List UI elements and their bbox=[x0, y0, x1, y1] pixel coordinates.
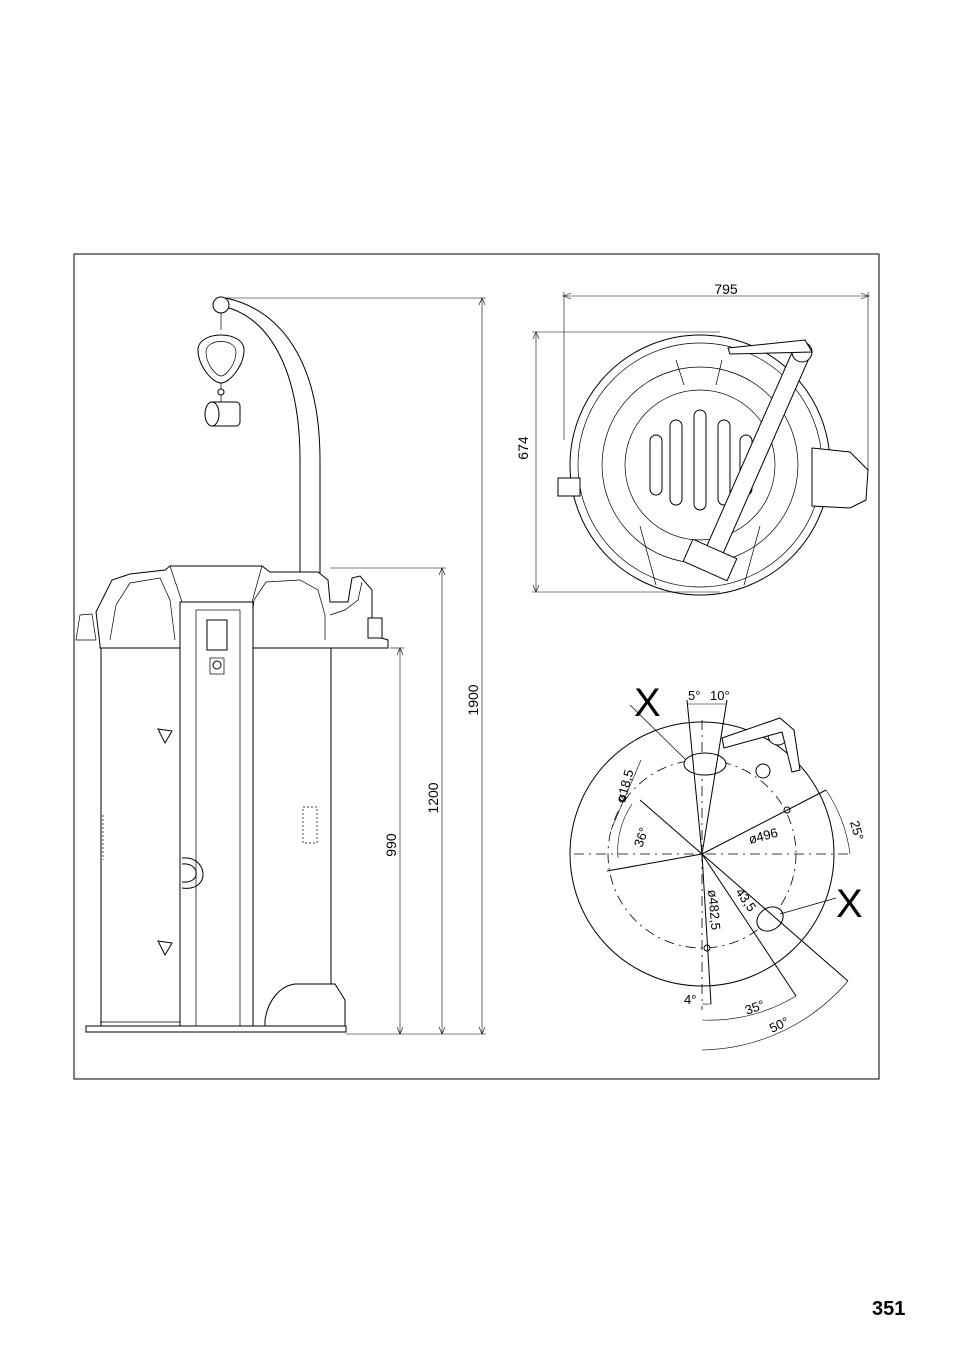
label-43-5: 43,5 bbox=[733, 885, 760, 914]
dim-795: 795 bbox=[714, 281, 738, 297]
top-view bbox=[557, 334, 869, 596]
label-dia-18-5: ø18,5 bbox=[613, 768, 636, 804]
wing-knob bbox=[157, 728, 173, 745]
dim-674: 674 bbox=[515, 436, 531, 460]
label-50-deg: 50° bbox=[767, 1014, 791, 1036]
marker-x-left: X bbox=[634, 681, 661, 725]
base-plate bbox=[85, 1025, 347, 1033]
label-dia-482-5: ø482,5 bbox=[705, 889, 723, 931]
label-dia-496: ø496 bbox=[747, 825, 780, 847]
hole-x-top bbox=[683, 752, 727, 776]
drawing-frame bbox=[73, 253, 880, 1080]
label-25-deg: 25° bbox=[847, 819, 867, 842]
pedestal-front-panel bbox=[179, 601, 254, 1028]
dim-1200: 1200 bbox=[425, 782, 441, 813]
label-35-deg: 35° bbox=[743, 997, 767, 1018]
label-10-deg: 10° bbox=[710, 688, 730, 703]
detail-view bbox=[569, 699, 851, 1051]
hole-x-right bbox=[756, 906, 784, 932]
page-number: 351 bbox=[872, 1298, 906, 1320]
label-4-deg: 4° bbox=[684, 992, 696, 1007]
top-view-dimensions: 795 674 bbox=[515, 281, 870, 593]
foot-step bbox=[264, 983, 346, 1027]
label-36-deg: 36° bbox=[631, 825, 652, 849]
dim-990: 990 bbox=[383, 833, 399, 857]
dim-1900: 1900 bbox=[465, 684, 481, 715]
hand-shower-head bbox=[197, 334, 245, 384]
side-view bbox=[75, 296, 389, 1033]
marker-x-right: X bbox=[836, 882, 863, 926]
label-5-deg: 5° bbox=[688, 688, 700, 703]
wing-knob bbox=[157, 940, 173, 957]
arm-pivot bbox=[212, 296, 230, 314]
side-view-dimensions: 1900 1200 990 bbox=[226, 297, 486, 1035]
side-handle bbox=[181, 857, 204, 889]
